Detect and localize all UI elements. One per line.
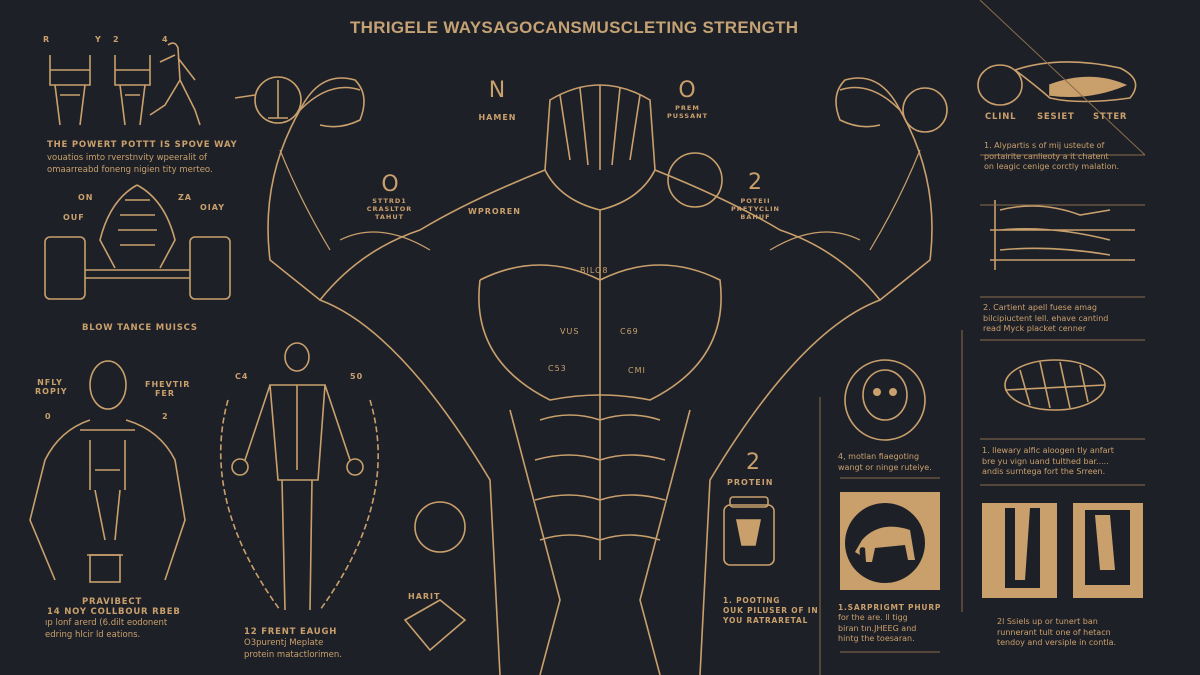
body-line: 1. llewary alfic aloogen tly anfart xyxy=(982,446,1114,455)
body-line: bilcipiuctent lell. ehave cantind xyxy=(983,313,1109,323)
callout-label: WPROREN xyxy=(468,207,521,216)
body-line: omaarreabd foneng nigien tity merteo. xyxy=(47,165,213,175)
body-line: protein matactlorimen. xyxy=(244,650,342,660)
mark-y: Y xyxy=(95,35,102,44)
body-line: tendoy and versiple in contla. xyxy=(997,638,1117,647)
body-line: hintg the toesaran. xyxy=(838,634,915,643)
tab-clinl: CLINL xyxy=(985,112,1017,122)
body-line: for the are. ll tigg xyxy=(838,613,908,622)
body-line: 4, motlan fiaegoting xyxy=(838,452,920,461)
barbell-label: ZA xyxy=(178,193,192,202)
fiber-strands xyxy=(990,200,1135,270)
body-line: wangt or ninge ruteiye. xyxy=(838,462,932,472)
badge-emblem xyxy=(403,501,467,652)
muscle-fiber-diagram xyxy=(977,61,1137,106)
body-line: YOU RATRARETAL xyxy=(723,616,809,625)
dividers xyxy=(819,0,1146,675)
muscle-label: CMI xyxy=(628,366,646,375)
mark-r: R xyxy=(43,35,51,44)
squat-figure xyxy=(29,360,186,583)
body-line: edring hlcir ld eations. xyxy=(45,630,141,640)
callout-label: STTRD1 CRASLTOR TAHUT xyxy=(366,197,413,221)
barbell-label: OUF xyxy=(63,213,85,222)
body-line: read Myck placket cenner xyxy=(983,324,1086,333)
squat-label: NFLY ROPIY xyxy=(35,378,68,396)
body-line: andis surntega fort the Srreen. xyxy=(982,467,1106,476)
standing-heading: 12 FRENT EAUGH xyxy=(244,627,338,637)
badge-text: HARIT xyxy=(408,592,441,601)
standing-body: O3purentj Meplate protein matactlorimen. xyxy=(244,637,342,661)
callout-number: O xyxy=(381,172,399,197)
head-callout-icon xyxy=(667,87,948,208)
page-title: THRIGELE WAYSAGOCANSMUSCLETING STRENGTH xyxy=(350,18,799,37)
squat-label: FHEVTIR FER xyxy=(145,380,191,398)
protein-jar xyxy=(723,496,775,566)
callout-label: HAMEN xyxy=(478,113,517,122)
squat-label: 0 xyxy=(45,412,52,421)
squat-heading: PRAVIBECT xyxy=(82,597,143,607)
squat-body: ıp lonf arerd (6.dilt eodonent edring hl… xyxy=(45,617,167,641)
body-line: portairite canlieoty a it chatent xyxy=(984,151,1109,161)
callout-label: PREM PUSSANT xyxy=(666,104,709,120)
body-line: vouatios imto rverstnvity wpeeralit of xyxy=(47,153,208,163)
muscle-label: BILO8 xyxy=(580,266,609,275)
callout-number: 2 xyxy=(748,170,762,195)
central-muscle-figure xyxy=(267,77,933,675)
standing-label: 50 xyxy=(350,372,364,381)
muscle-label: VUS xyxy=(560,327,580,336)
body-line: 2. Cartient apell fuese amag xyxy=(983,303,1097,312)
squat-subheading: 14 NOY COLLBOUR RBEB xyxy=(47,607,181,617)
barbell-illustration xyxy=(44,184,231,300)
callout-label: POTEII PRETYCLIN BAHUF xyxy=(731,197,780,221)
muscle-label: C53 xyxy=(548,364,567,373)
mark-4: 4 xyxy=(162,35,169,44)
animal-heading: 1.SARPRIGMT PHURP xyxy=(838,603,942,612)
body-line: bre yu vign uand tulthed bar..... xyxy=(982,456,1109,466)
mark-2: 2 xyxy=(113,35,120,44)
barbell-caption: BLOW TANCE MUISCS xyxy=(82,323,198,333)
protein-label: PROTEIN xyxy=(727,478,774,487)
pinecone-fiber xyxy=(1004,359,1106,411)
body-line: O3purentj Meplate xyxy=(244,638,324,648)
skull-caption: 4, motlan fiaegoting wangt or ninge rute… xyxy=(838,452,932,473)
body-line: 1. POOTING xyxy=(723,596,781,605)
squat-label: 2 xyxy=(162,412,169,421)
protein-number: 2 xyxy=(746,450,760,475)
callout-number: O xyxy=(678,78,696,103)
note-2: 2. Cartient apell fuese amag bilcipiucte… xyxy=(983,303,1108,335)
standing-label: C4 xyxy=(235,372,249,381)
animal-body: for the are. ll tigg biran tın.JHEEG and… xyxy=(838,613,916,645)
top-left-heading: THE POWERT POTTT IS SPOVE WAY xyxy=(47,140,238,150)
animal-emblem xyxy=(840,492,940,590)
body-line: ıp lonf arerd (6.dilt eodonent xyxy=(45,618,168,628)
note-1: 1. Alypartis s of mij usteute of portair… xyxy=(984,141,1119,173)
body-line: 2l Ssiels up or tunert ban xyxy=(997,617,1098,626)
tab-sesiet: SESIET xyxy=(1037,112,1075,122)
body-line: 1. Alypartis s of mij usteute of xyxy=(984,141,1105,150)
barbell-label: ON xyxy=(78,193,94,202)
body-line: OUK PILUSER OF IN xyxy=(723,606,819,615)
note-3: 1. llewary alfic aloogen tly anfart bre … xyxy=(982,446,1114,478)
barbell-label: OIAY xyxy=(200,203,225,212)
clock-diagram xyxy=(234,76,302,124)
body-line: on leagic cenige corctly malation. xyxy=(984,162,1120,171)
standing-figure xyxy=(219,342,379,611)
body-line: biran tın.JHEEG and xyxy=(838,623,917,633)
protein-body: 1. POOTING OUK PILUSER OF IN YOU RATRARE… xyxy=(723,596,818,626)
top-left-body: vouatios imto rverstnvity wpeeralit of o… xyxy=(47,152,213,176)
leg-panels xyxy=(982,503,1143,598)
skull-emblem xyxy=(844,359,926,441)
body-line: runnerant tult one of hetacn xyxy=(997,627,1111,637)
legs-illustration xyxy=(49,42,201,126)
muscle-label: C69 xyxy=(620,327,639,336)
callout-number: N xyxy=(488,78,506,103)
note-4: 2l Ssiels up or tunert ban runnerant tul… xyxy=(997,617,1116,649)
tab-stter: STTER xyxy=(1093,112,1128,122)
